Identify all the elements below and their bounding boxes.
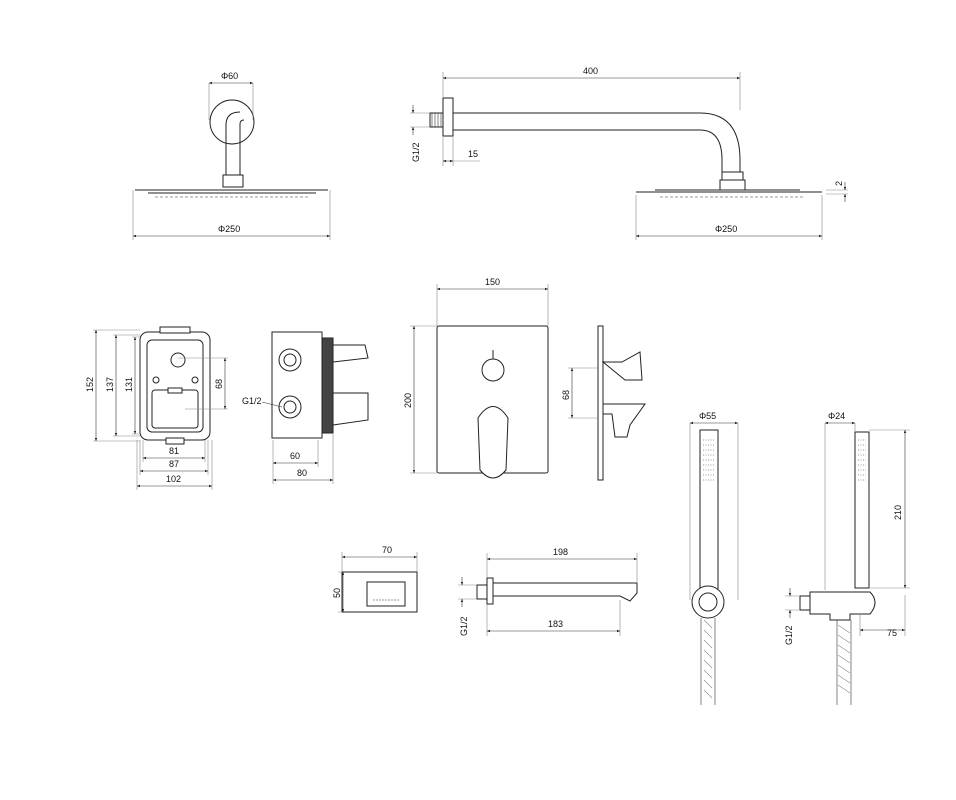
dim-flange-dia: Φ60 [221, 71, 238, 81]
mixer-box-side-view: G1/2 60 80 [242, 331, 369, 484]
dim-length-total: 198 [553, 547, 568, 557]
dim-diameter: Φ55 [699, 411, 716, 421]
dim-head-thickness: 2 [834, 181, 844, 186]
dim-thread: G1/2 [411, 142, 421, 162]
dim-height-mid: 137 [105, 377, 115, 392]
dim-length-body: 183 [548, 619, 563, 629]
dim-outlet-projection: 75 [887, 628, 897, 638]
bath-spout: 198 G1/2 183 [458, 547, 638, 636]
dim-arm-length: 400 [583, 66, 598, 76]
dim-width-inner: 81 [169, 446, 179, 456]
shower-head-front-view: Φ60 Φ250 [132, 71, 331, 240]
dim-head-dia-side: Φ250 [715, 224, 737, 234]
dim-thread: G1/2 [459, 616, 469, 636]
cover-plate-side-view: 68 [561, 325, 646, 481]
dim-depth-outer: 80 [297, 468, 307, 478]
cover-plate-front-view: 150 200 [403, 277, 549, 479]
mixer-box-front-view: 152 137 131 68 81 87 102 [85, 326, 228, 490]
hand-shower-a: Φ55 [689, 411, 739, 705]
dim-width-outer: 102 [166, 474, 181, 484]
dim-thread: G1/2 [242, 396, 262, 406]
shower-head-side-view: 400 G1/2 15 2 Φ250 [410, 66, 848, 240]
dim-handle-spacing: 68 [561, 390, 571, 400]
dim-width: 70 [382, 545, 392, 555]
dim-plate-width: 150 [485, 277, 500, 287]
dim-height-inner: 131 [124, 377, 134, 392]
dim-head-dia: Φ250 [218, 224, 240, 234]
dim-height-outer: 152 [85, 377, 95, 392]
dim-width-mid: 87 [169, 459, 179, 469]
square-spout: 70 50 [332, 545, 418, 613]
dim-port-spacing: 68 [214, 379, 224, 389]
dim-diameter: Φ24 [828, 411, 845, 421]
dim-thread: G1/2 [784, 625, 794, 645]
dim-height: 50 [332, 588, 342, 598]
dim-length: 210 [893, 505, 903, 520]
hand-shower-b: Φ24 210 G1/2 75 [784, 411, 910, 705]
dim-depth-inner: 60 [290, 451, 300, 461]
dim-plate-height: 200 [403, 393, 413, 408]
dim-flange-depth: 15 [468, 149, 478, 159]
